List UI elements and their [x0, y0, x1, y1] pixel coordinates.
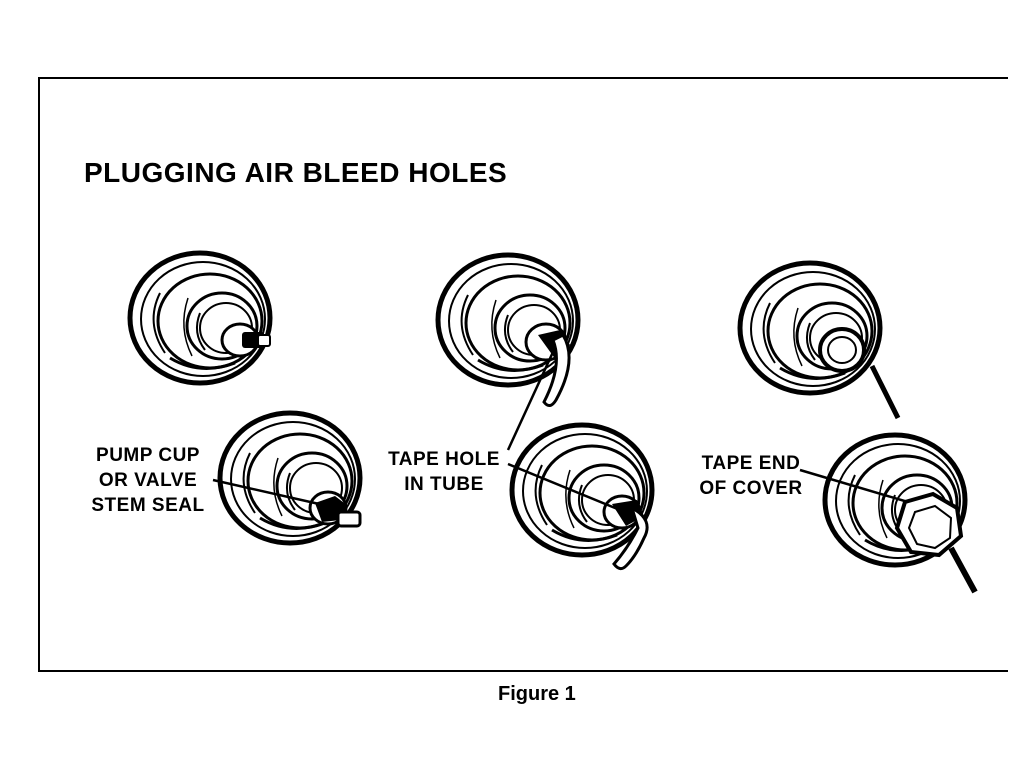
leader-line-pump-cup: [212, 478, 329, 508]
label-tape-hole-line-1: TAPE HOLE: [388, 449, 500, 470]
diaphragm-unit-bottom-middle: [512, 425, 652, 571]
diaphragm-unit-top-right: [740, 263, 901, 420]
label-tape-hole: TAPE HOLE IN TUBE: [380, 447, 508, 497]
figure-frame: [38, 77, 1008, 672]
label-tape-end-line-2: OF COVER: [699, 478, 803, 499]
label-pump-cup-line-2: OR VALVE: [98, 470, 198, 491]
leader-line-tape-hole: [506, 351, 555, 451]
diaphragm-unit-bottom-left: [220, 413, 360, 543]
diaphragm-unit-top-middle: [438, 255, 578, 407]
label-pump-cup: PUMP CUP OR VALVE STEM SEAL: [78, 443, 218, 518]
leader-line-tape-end: [799, 468, 909, 504]
label-pump-cup-line-3: STEM SEAL: [91, 495, 205, 516]
label-pump-cup-line-1: PUMP CUP: [96, 445, 200, 466]
label-tape-end-line-1: TAPE END: [701, 453, 801, 474]
label-tape-end: TAPE END OF COVER: [693, 451, 809, 501]
leader-line-tape-hole-2: [507, 462, 621, 512]
label-tape-hole-line-2: IN TUBE: [404, 474, 484, 495]
diagram-title: PLUGGING AIR BLEED HOLES: [84, 157, 508, 188]
figure-caption: Figure 1: [498, 683, 576, 705]
diaphragm-unit-top-left: [130, 253, 270, 383]
diaphragm-unit-bottom-right: [825, 435, 978, 594]
